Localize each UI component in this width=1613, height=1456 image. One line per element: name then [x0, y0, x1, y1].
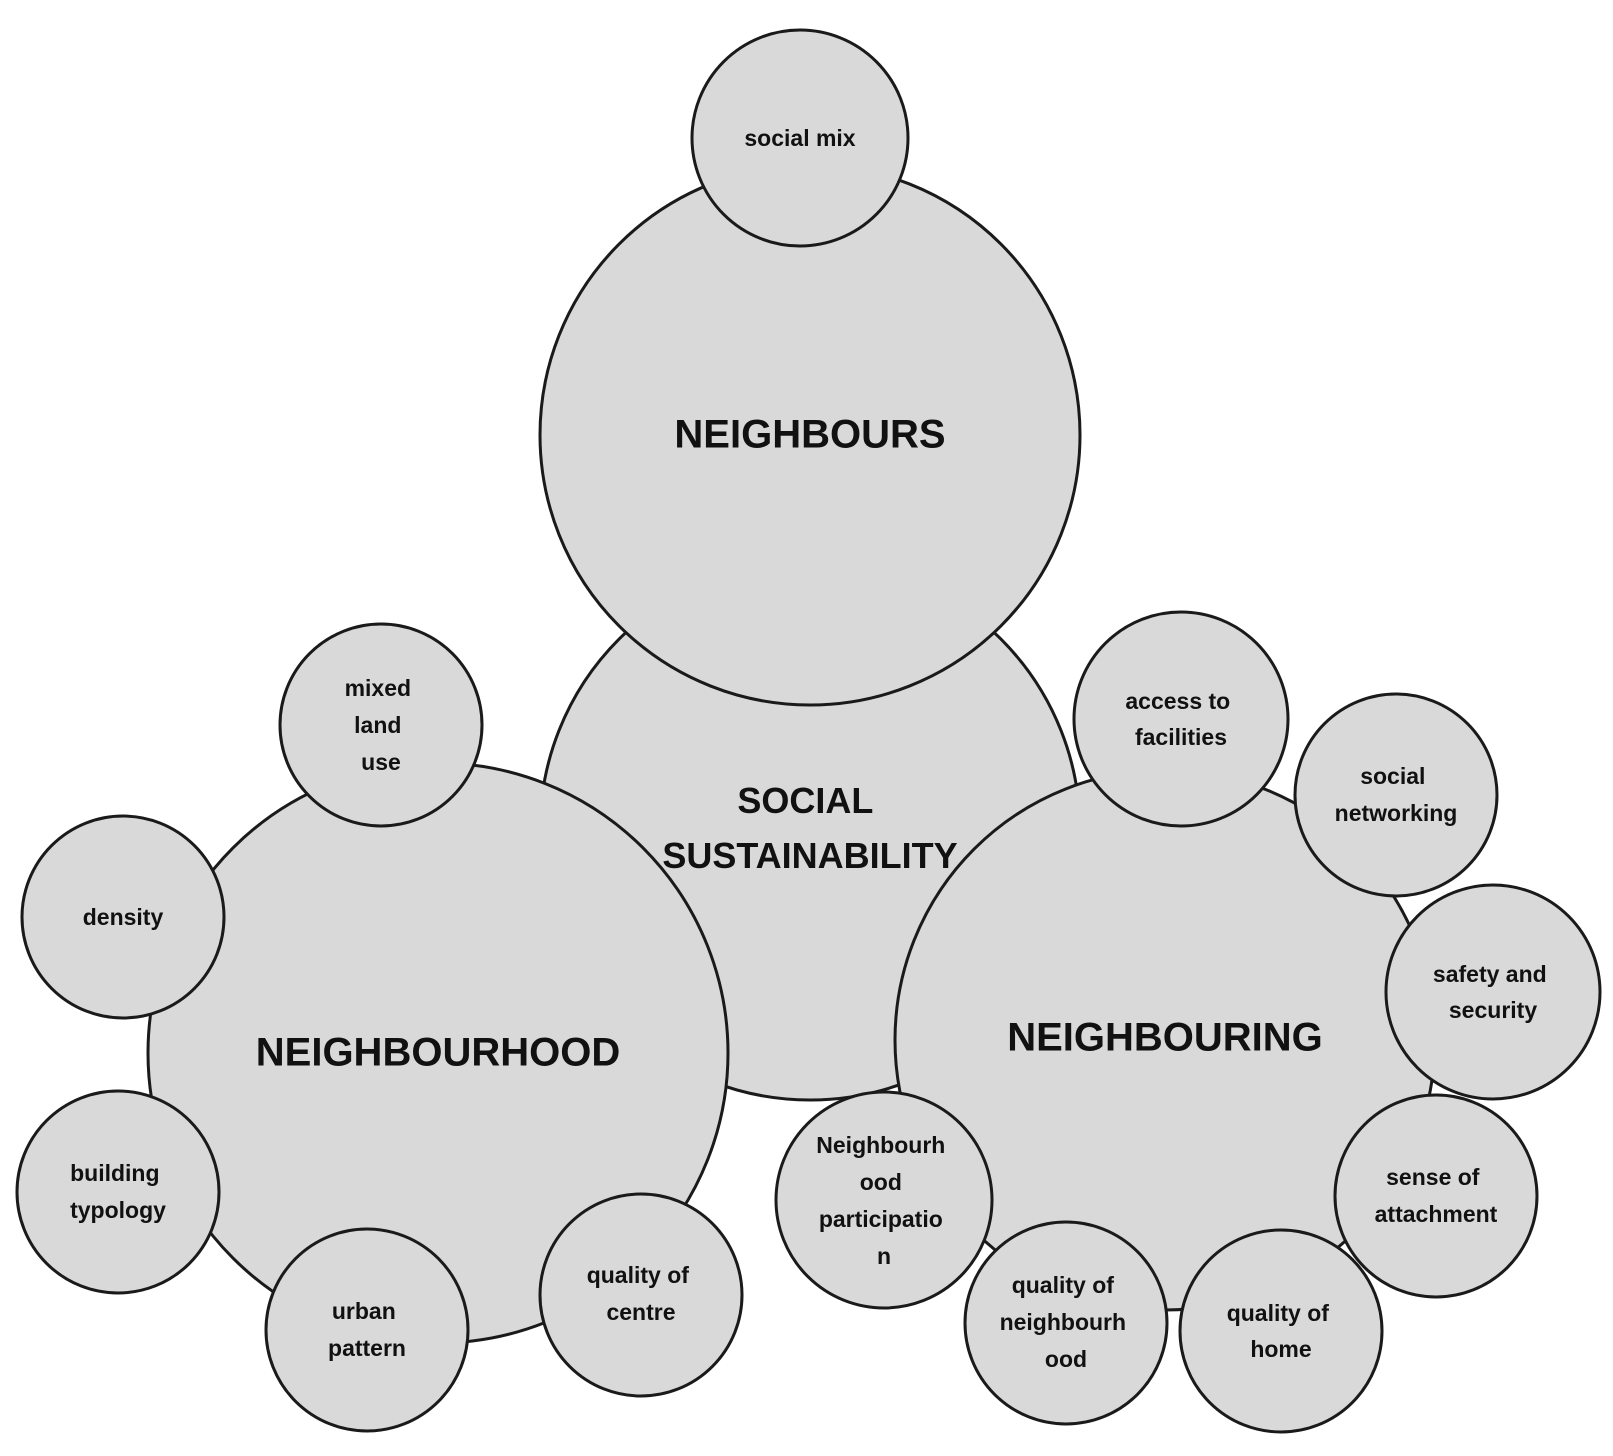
factor-quality-of-neighbourhood: quality of neighbourh ood	[963, 1220, 1169, 1426]
factor-label-line: mixed	[345, 675, 411, 701]
factor-label: urban pattern	[328, 1298, 406, 1361]
factor-label-line: social mix	[744, 125, 855, 151]
factor-label-line: typology	[70, 1197, 166, 1223]
factor-label-line: quality of	[587, 1262, 690, 1288]
factor-label-line: participatio	[819, 1206, 943, 1232]
factor-label: sense of attachment	[1375, 1164, 1498, 1227]
factor-label-line: networking	[1335, 800, 1458, 826]
factor-label: quality of centre	[587, 1262, 696, 1325]
factor-density: density	[20, 814, 226, 1020]
factor-label: quality of neighbourh ood	[1000, 1272, 1133, 1372]
factor-label-line: quality of	[1227, 1300, 1330, 1326]
factor-label: social networking	[1335, 763, 1458, 826]
factor-label-line: security	[1449, 997, 1537, 1023]
center-label-line: SOCIAL	[737, 780, 872, 821]
factor-label: mixed land use	[345, 675, 418, 775]
factor-label: quality of home	[1227, 1300, 1336, 1362]
factor-label-line: sense of	[1386, 1164, 1480, 1190]
factor-label-line: Neighbourh	[816, 1132, 945, 1158]
factor-label-line: neighbourh	[1000, 1309, 1126, 1335]
factor-label-line: use	[361, 749, 401, 775]
factor-label: access to facilities	[1125, 688, 1236, 750]
factor-sense-of-attachment: sense of attachment	[1333, 1093, 1539, 1299]
social-sustainability-label: SOCIAL SUSTAINABILITY	[662, 780, 957, 876]
factor-social-networking: social networking	[1293, 692, 1499, 898]
factor-label-line: n	[877, 1243, 891, 1269]
factor-quality-of-centre: quality of centre	[538, 1192, 744, 1398]
neighbouring-label: NEIGHBOURING	[1007, 1016, 1323, 1060]
factor-building-typology: building typology	[15, 1089, 221, 1295]
factor-label-line: facilities	[1135, 724, 1227, 750]
neighbours-label: NEIGHBOURS	[674, 413, 945, 457]
factor-label-line: safety and	[1433, 961, 1547, 987]
factor-label-line: urban	[332, 1298, 396, 1324]
factor-label-line: social	[1360, 763, 1425, 789]
factor-label-line: ood	[860, 1169, 902, 1195]
center-label-line: SUSTAINABILITY	[662, 835, 957, 876]
factor-label-line: quality of	[1012, 1272, 1115, 1298]
neighbourhood-label: NEIGHBOURHOOD	[256, 1031, 620, 1075]
factor-label: density	[83, 904, 164, 930]
factor-quality-of-home: quality of home	[1178, 1228, 1384, 1434]
factor-label-line: centre	[606, 1299, 675, 1325]
factor-access-to-facilities: access to facilities	[1072, 610, 1290, 828]
factor-neighbourhood-participation: Neighbourh ood participatio n	[774, 1090, 994, 1310]
factor-safety-and-security: safety and security	[1384, 883, 1602, 1101]
factor-label-line: density	[83, 904, 164, 930]
factor-label-line: access to	[1125, 688, 1230, 714]
factor-label-line: pattern	[328, 1335, 406, 1361]
factor-label-line: attachment	[1375, 1201, 1498, 1227]
factor-label-line: ood	[1045, 1346, 1087, 1372]
factor-label: safety and security	[1433, 961, 1553, 1023]
neighbours-node: NEIGHBOURS	[538, 163, 1082, 707]
factor-label: Neighbourh ood participatio n	[816, 1132, 951, 1269]
factor-mixed-land-use: mixed land use	[278, 622, 484, 828]
factor-social-mix: social mix	[690, 28, 910, 248]
factor-label-line: building	[70, 1160, 159, 1186]
factor-label: building typology	[70, 1160, 166, 1223]
neighbourhood-node: NEIGHBOURHOOD	[146, 761, 730, 1345]
factor-label-line: land	[354, 712, 401, 738]
factor-urban-pattern: urban pattern	[264, 1227, 470, 1433]
factor-label-line: home	[1250, 1336, 1311, 1362]
factor-label: social mix	[744, 125, 855, 151]
